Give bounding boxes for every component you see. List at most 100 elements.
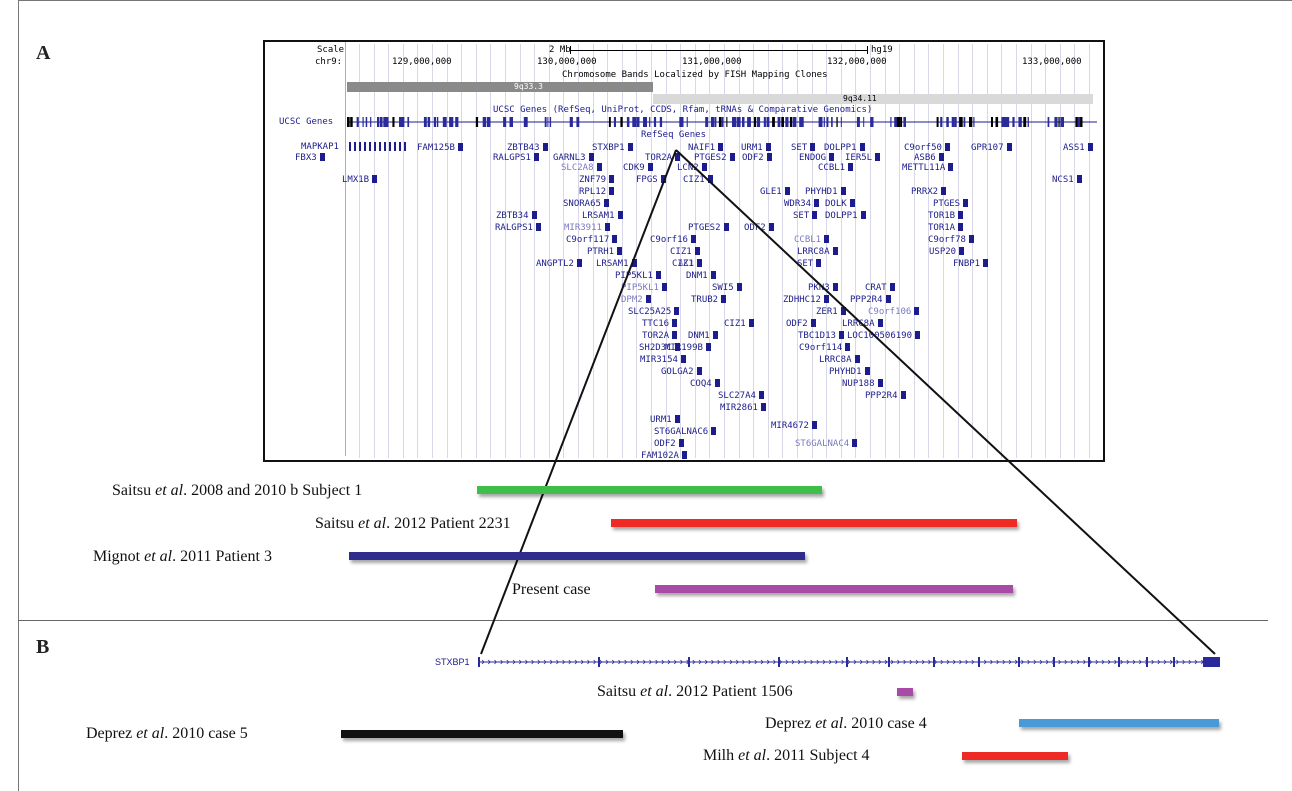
gene-label: LRSAM1 xyxy=(596,259,637,269)
coord-4: 132,000,000 xyxy=(827,57,887,67)
intron-arrow xyxy=(692,659,696,665)
gene-label: TOR1B xyxy=(928,211,964,221)
intron-arrow xyxy=(890,659,894,665)
intron-arrow xyxy=(859,659,863,665)
gene-mark xyxy=(678,439,684,447)
ucsc-exon xyxy=(1060,117,1064,127)
gene-label: URM1 xyxy=(741,143,771,153)
grid-line xyxy=(972,44,973,458)
mapkap1-exon xyxy=(374,142,376,151)
intron-arrow xyxy=(934,659,938,665)
intron-arrow xyxy=(965,659,969,665)
gene-mark xyxy=(765,143,771,151)
ucsc-exon xyxy=(407,117,410,127)
gene-mark xyxy=(877,379,883,387)
intron-arrow xyxy=(599,659,603,665)
deletion-bar xyxy=(349,552,805,560)
gene-label: FNBP1 xyxy=(953,259,989,269)
exon-mark xyxy=(933,657,935,667)
gene-mark xyxy=(814,199,820,207)
intron-arrow xyxy=(587,659,590,665)
intron-arrow xyxy=(797,659,801,665)
scale-bar-right-tick xyxy=(867,46,868,54)
ucsc-exon xyxy=(1001,117,1005,127)
intron-arrow xyxy=(649,659,652,665)
ucsc-exon xyxy=(626,117,630,127)
ucsc-exon xyxy=(732,117,735,127)
gene-label: DPM2 xyxy=(621,295,651,305)
intron-arrow xyxy=(1107,659,1111,665)
ucsc-exon xyxy=(1018,117,1022,127)
gene-mark xyxy=(914,307,920,315)
gene-mark xyxy=(838,331,844,339)
intron-arrow xyxy=(618,659,621,665)
mapkap1-exon xyxy=(369,142,371,151)
gene-label: COQ4 xyxy=(690,379,720,389)
scale-label: Scale xyxy=(317,45,345,55)
gene-label: PHYHD1 xyxy=(805,187,846,197)
browser-left-margin-line xyxy=(345,42,346,456)
mapkap1-exon xyxy=(394,142,396,151)
scale-value: 2 Mb xyxy=(549,45,571,55)
intron-arrow xyxy=(835,659,838,665)
gene-label: ZBTB34 xyxy=(496,211,537,221)
gene-label: CIZ1 xyxy=(672,259,702,269)
gene-mark xyxy=(816,259,822,267)
gene-label: PIP5KL1 xyxy=(615,271,661,281)
ucsc-exon xyxy=(954,117,957,127)
ucsc-exon xyxy=(823,117,825,127)
intron-arrow xyxy=(748,659,752,665)
ucsc-exon xyxy=(370,117,372,127)
intron-arrow xyxy=(760,659,764,665)
ucsc-exon xyxy=(636,117,640,127)
exon-mark xyxy=(1018,657,1020,667)
gene-mark xyxy=(531,211,537,219)
ucsc-exon xyxy=(451,117,454,127)
gene-mark xyxy=(852,439,858,447)
gene-label: PTGES2 xyxy=(694,153,735,163)
exon-mark xyxy=(478,657,480,667)
gene-mark xyxy=(829,153,835,161)
gene-mark xyxy=(877,319,883,327)
intron-arrow xyxy=(1058,659,1062,665)
intron-arrow xyxy=(1089,659,1093,665)
mapkap1-exon xyxy=(399,142,401,151)
gene-mark xyxy=(766,153,772,161)
grid-line xyxy=(359,44,360,458)
deletion-label: Deprez et al. 2010 case 5 xyxy=(86,725,248,742)
gene-mark xyxy=(900,391,906,399)
intron-arrow xyxy=(1157,659,1161,665)
ucsc-exon xyxy=(632,117,637,127)
gene-mark xyxy=(718,143,724,151)
gene-label: SLC2A8 xyxy=(561,163,602,173)
ucsc-exon xyxy=(896,117,900,127)
intron-arrow xyxy=(512,659,516,665)
intron-arrow xyxy=(841,659,845,665)
gene-mark xyxy=(617,247,623,255)
gene-mark xyxy=(319,153,325,161)
ucsc-exon xyxy=(436,117,439,127)
gene-label: ST6GALNAC6 xyxy=(654,427,717,437)
gene-mark xyxy=(690,235,696,243)
intron-arrow xyxy=(853,659,857,665)
gene-label: LCN2 xyxy=(677,163,707,173)
grid-line xyxy=(1016,44,1017,458)
gene-label: TOR2A xyxy=(642,331,678,341)
gene-label: METTL11A xyxy=(902,163,954,173)
intron-arrow xyxy=(1132,659,1136,665)
ucsc-exon xyxy=(900,117,903,127)
coord-2: 130,000,000 xyxy=(537,57,597,67)
ucsc-exon xyxy=(747,117,751,127)
ucsc-exon xyxy=(1054,117,1058,127)
gene-label: SWI5 xyxy=(712,283,742,293)
gene-mark xyxy=(710,271,716,279)
intron-arrow xyxy=(562,659,566,665)
mapkap1-exon xyxy=(359,142,361,151)
ucsc-exon xyxy=(856,117,860,127)
deletion-label: Milh et al. 2011 Subject 4 xyxy=(703,747,870,764)
gene-mark xyxy=(845,343,851,351)
exon-mark xyxy=(778,657,780,667)
intron-arrow xyxy=(996,659,1000,665)
intron-arrow xyxy=(506,659,510,665)
gene-label: C9orf16 xyxy=(650,235,696,245)
